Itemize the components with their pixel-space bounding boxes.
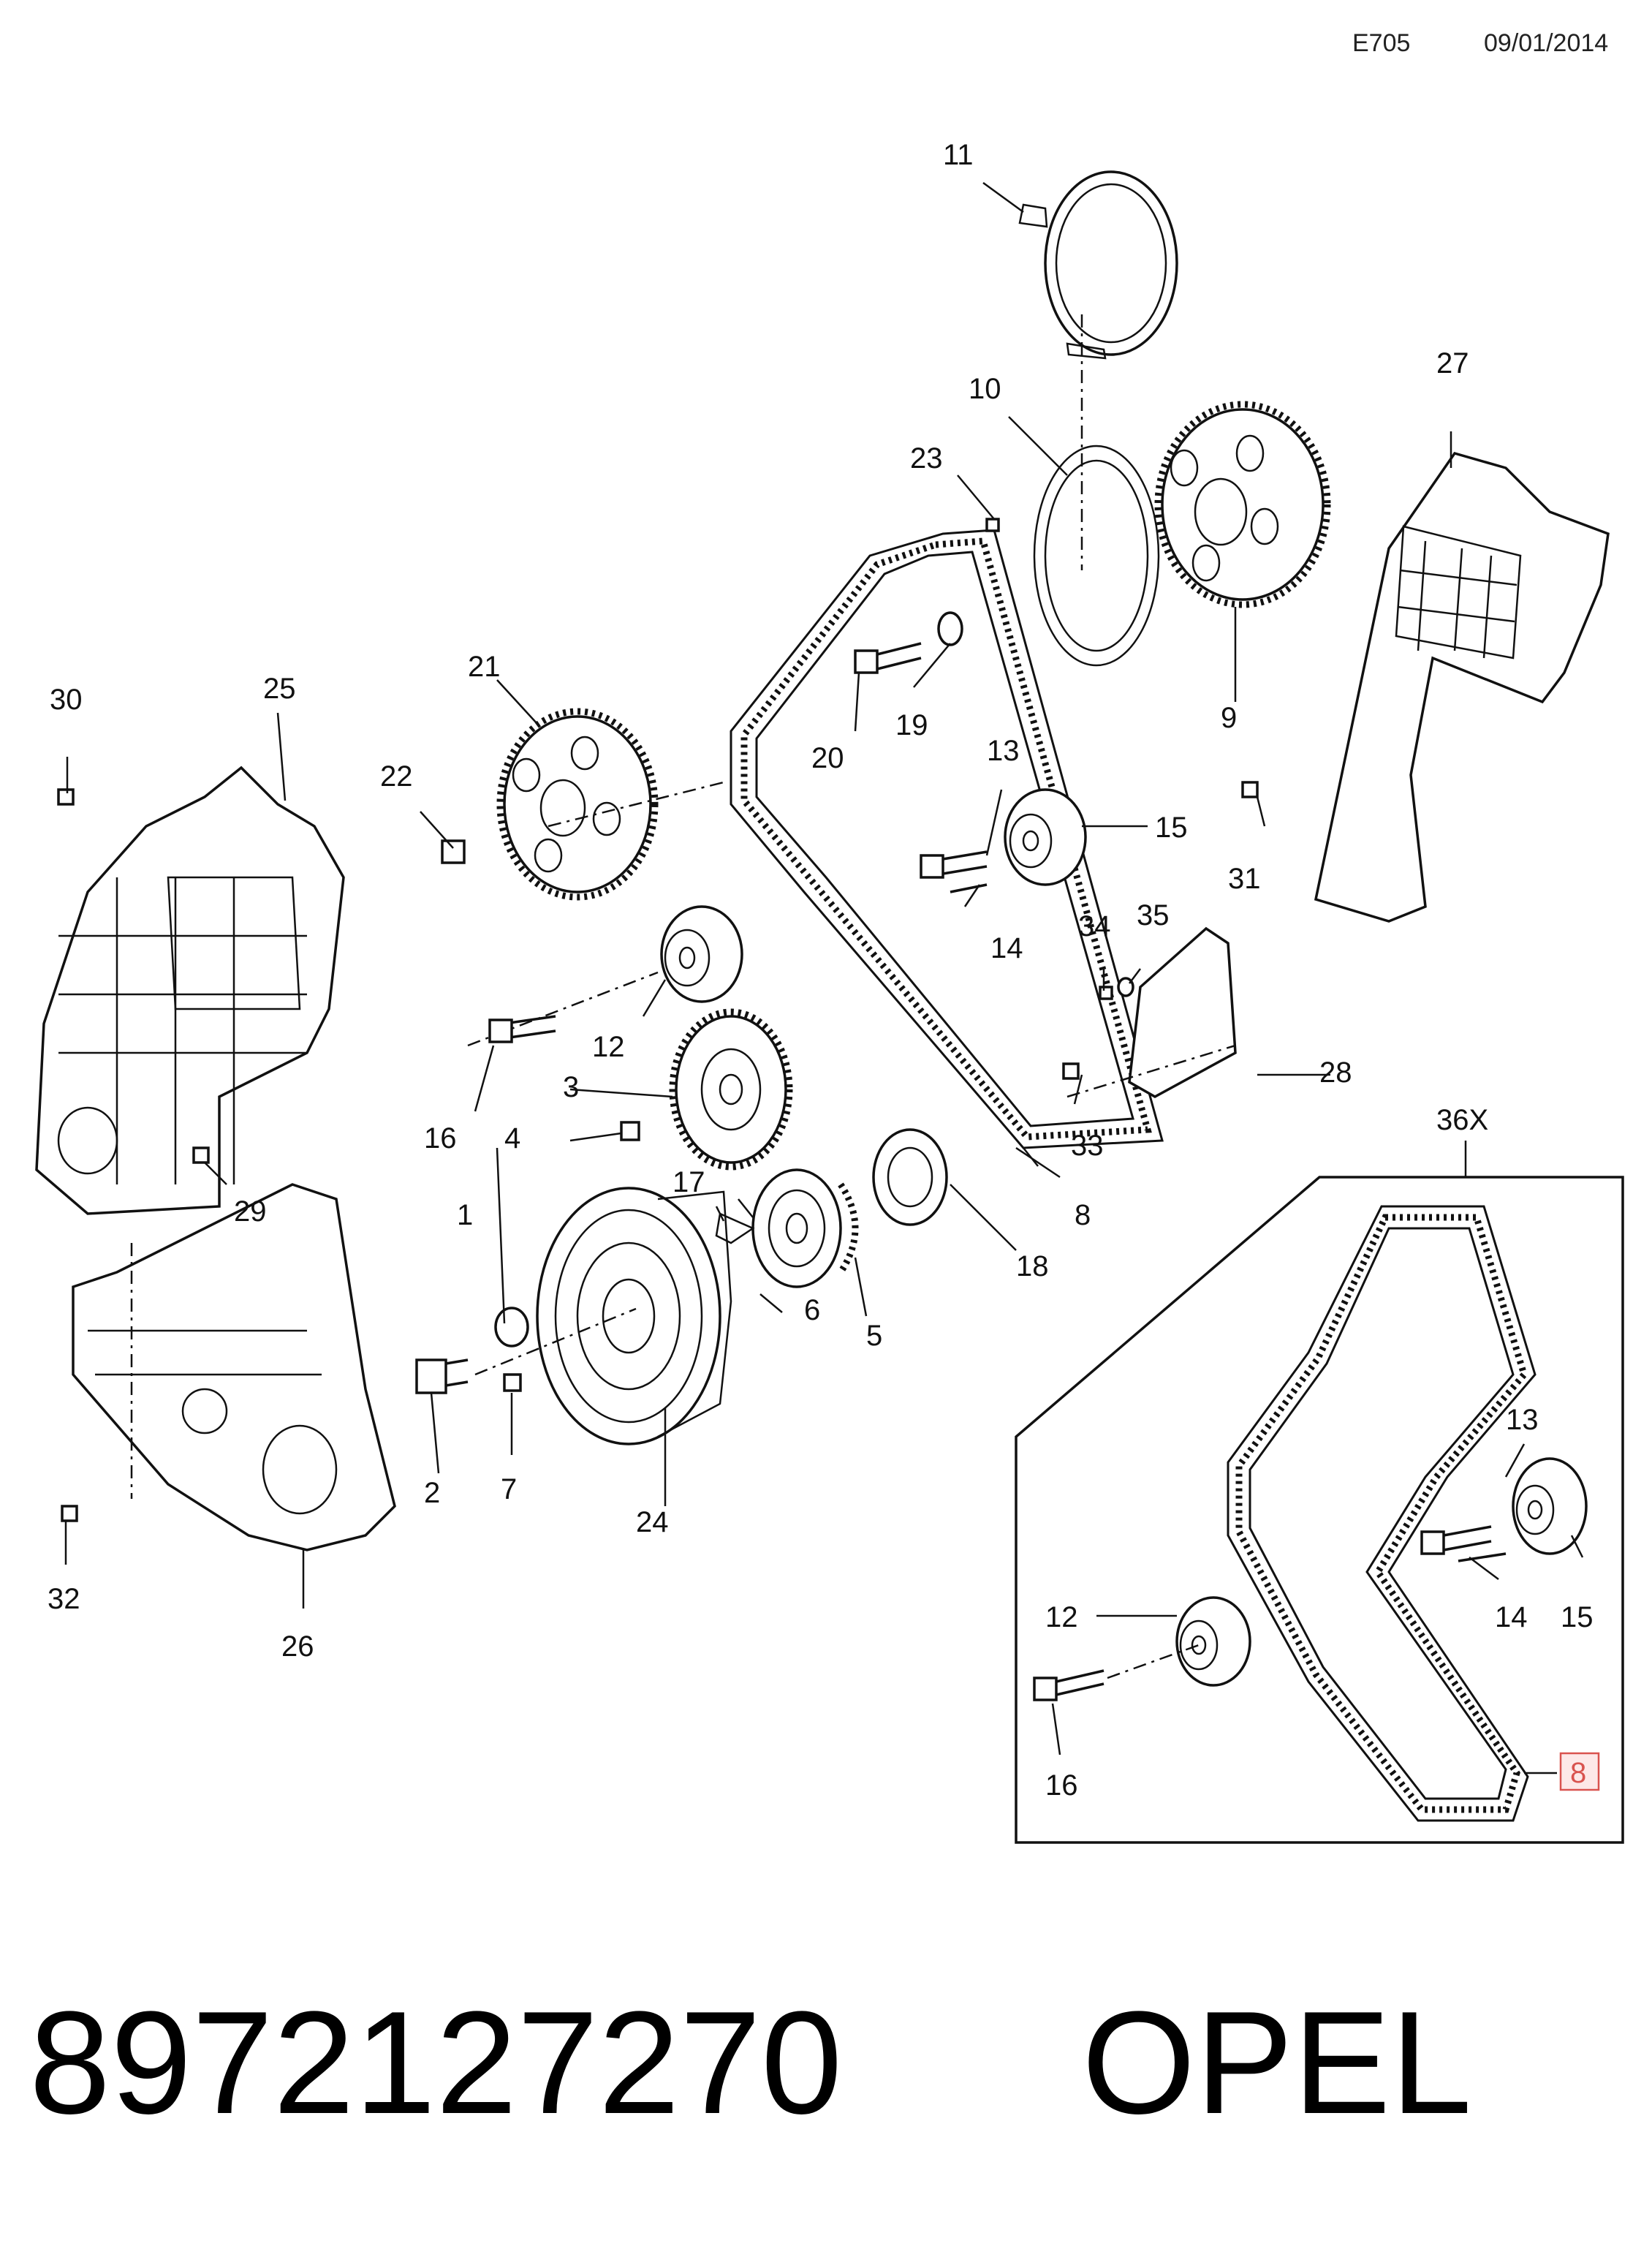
callout-34: 34 — [1078, 910, 1111, 942]
timing-belt-main — [730, 529, 1164, 1149]
diagram-code: E705 — [1352, 29, 1410, 57]
crank-sprocket — [751, 1168, 859, 1288]
tensioner-pulley — [1004, 788, 1087, 886]
timing-cover-upper-left — [35, 766, 345, 1215]
crank-pulley — [536, 1187, 732, 1445]
callout-11: 11 — [943, 139, 974, 171]
callout-26: 26 — [281, 1630, 314, 1663]
callout-27: 27 — [1436, 347, 1469, 379]
callout-12: 12 — [592, 1031, 625, 1063]
callout-19: 19 — [895, 709, 928, 741]
diagram-date: 09/01/2014 — [1484, 29, 1608, 57]
callout-25: 25 — [263, 673, 296, 705]
sprocket-backing-plate — [1033, 445, 1160, 667]
kit-callout-14: 14 — [1495, 1601, 1528, 1633]
kit-box: 36X 13 14 15 12 16 8 — [1015, 1104, 1624, 1844]
callout-5: 5 — [866, 1320, 882, 1352]
callout-14: 14 — [990, 932, 1023, 964]
callout-33: 33 — [1071, 1130, 1104, 1162]
callout-20: 20 — [811, 742, 844, 774]
callout-9: 9 — [1221, 702, 1237, 734]
callout-7: 7 — [501, 1473, 517, 1505]
callout-32: 32 — [48, 1583, 80, 1615]
callout-18: 18 — [1016, 1250, 1049, 1282]
callout-15: 15 — [1155, 812, 1188, 844]
callout-2: 2 — [424, 1477, 440, 1509]
kit-callout-8-highlighted[interactable]: 8 — [1570, 1757, 1586, 1789]
callout-35: 35 — [1137, 899, 1170, 931]
kit-callout-15: 15 — [1561, 1601, 1594, 1633]
callout-8: 8 — [1075, 1199, 1091, 1231]
highlight-box[interactable] — [1559, 1752, 1600, 1791]
callout-22: 22 — [380, 760, 413, 793]
idler-pulley — [660, 905, 743, 1003]
callout-13: 13 — [987, 735, 1020, 767]
kit-callout-12: 12 — [1045, 1601, 1078, 1633]
camshaft-sprocket-left — [496, 708, 659, 901]
cover-plate — [1018, 170, 1178, 360]
callout-labels: 11 10 23 27 9 19 20 13 15 14 34 35 31 28… — [48, 139, 1469, 1663]
callout-10: 10 — [969, 373, 1001, 405]
callout-16: 16 — [424, 1122, 457, 1154]
callout-3: 3 — [563, 1071, 579, 1103]
brand-name: OPEL — [1082, 1981, 1472, 2144]
kit-label: 36X — [1436, 1104, 1488, 1136]
part-number: 8972127270 — [29, 1981, 842, 2144]
kit-callout-16: 16 — [1045, 1769, 1078, 1802]
callout-6: 6 — [804, 1294, 820, 1326]
callout-30: 30 — [50, 684, 83, 716]
callout-1: 1 — [457, 1199, 473, 1231]
fasteners — [57, 518, 1259, 1522]
callout-31: 31 — [1228, 863, 1261, 895]
camshaft-sprocket-right — [1154, 401, 1331, 608]
oil-seal — [872, 1128, 948, 1226]
leader-lines — [64, 181, 1452, 1609]
callout-29: 29 — [234, 1195, 267, 1228]
callout-23: 23 — [910, 442, 943, 475]
timing-cover-lower — [72, 1183, 396, 1551]
pump-sprocket — [669, 1008, 793, 1171]
callout-28: 28 — [1319, 1057, 1352, 1089]
timing-cover-upper-right — [1314, 451, 1610, 923]
callout-21: 21 — [468, 651, 501, 683]
kit-callout-13: 13 — [1506, 1404, 1539, 1436]
callout-24: 24 — [636, 1506, 669, 1538]
tensioner-bracket — [1128, 926, 1237, 1099]
callout-17: 17 — [672, 1166, 705, 1198]
callout-4: 4 — [504, 1122, 520, 1154]
